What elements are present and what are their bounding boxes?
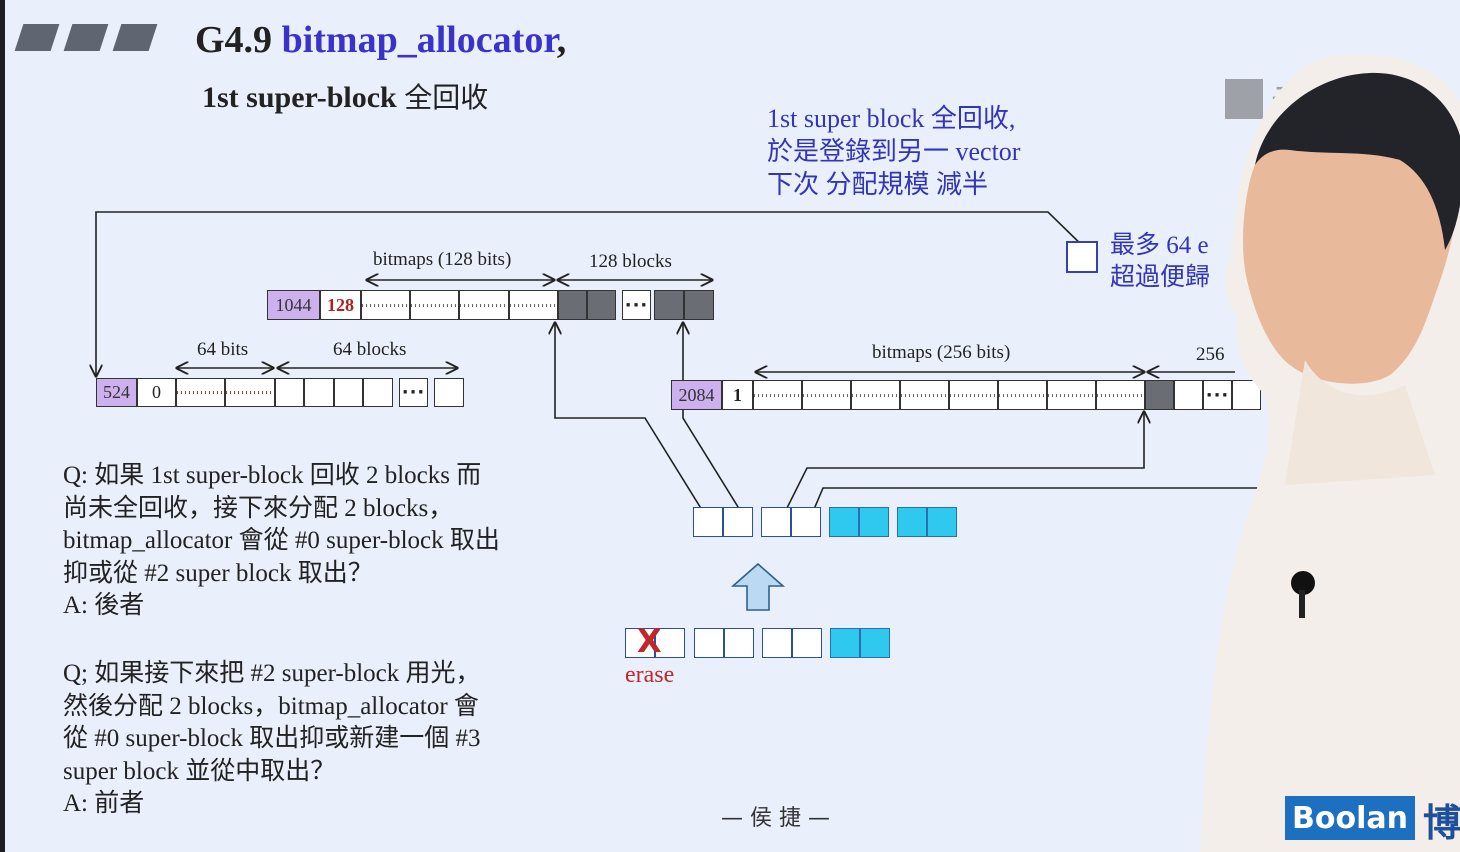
count-cell: 2084	[671, 380, 722, 410]
vector-cell	[829, 507, 859, 537]
question-1: Q: 如果 1st super-block 回收 2 blocks 而 尚未全回…	[63, 460, 500, 623]
block-cell	[558, 290, 587, 320]
block-ellipsis: ···	[1203, 380, 1232, 410]
bitmap-cell	[176, 378, 225, 407]
vector-cell	[761, 507, 791, 537]
size-cell: 0	[137, 378, 176, 407]
vector-cell	[625, 628, 655, 658]
bitmap-cell	[998, 380, 1047, 410]
block-cell	[1174, 380, 1203, 410]
vector-cell	[655, 628, 685, 658]
author-footer: — 侯 捷 —	[721, 806, 830, 831]
diagram-connectors	[5, 211, 1275, 611]
vector-cell	[927, 507, 957, 537]
left-blocks-caption: 64 blocks	[333, 339, 407, 360]
vector-cell	[860, 628, 890, 658]
size-cell: 1	[722, 380, 753, 410]
vector-entry-box	[1066, 241, 1098, 273]
answer-1: A: 後者	[63, 592, 145, 619]
vector-cell	[724, 628, 754, 658]
block-cell	[363, 378, 393, 407]
block-cell	[587, 290, 616, 320]
bitmap-cell	[753, 380, 802, 410]
block-ellipsis: ···	[399, 378, 428, 407]
block-cell	[334, 378, 363, 407]
block-cell	[1145, 380, 1174, 410]
bitmap-cell	[949, 380, 998, 410]
top-blocks-caption: 128 blocks	[589, 251, 672, 272]
block-cell	[304, 378, 334, 407]
vector-cell	[859, 507, 889, 537]
erase-label: erase	[625, 662, 675, 688]
right-bitmaps-caption: bitmaps (256 bits)	[872, 342, 1011, 363]
bitmap-cell	[225, 378, 275, 407]
presenter-image	[1200, 55, 1460, 852]
bitmap-cell	[1096, 380, 1145, 410]
block-ellipsis: ···	[622, 290, 651, 320]
vector-cell	[693, 507, 723, 537]
question-2: Q; 如果接下來把 #2 super-block 用光， 然後分配 2 bloc…	[63, 658, 481, 821]
size-cell: 128	[320, 290, 361, 320]
lecture-slide: G4.9 bitmap_allocator, 1st super-block 全…	[5, 0, 1460, 852]
answer-2: A: 前者	[63, 790, 145, 817]
bitmap-cell	[410, 290, 459, 320]
bitmap-cell	[459, 290, 509, 320]
vector-cell	[723, 507, 753, 537]
right-blocks-caption: 256	[1196, 344, 1225, 365]
left-bits-caption: 64 bits	[197, 339, 249, 360]
bitmap-cell	[851, 380, 900, 410]
up-arrow	[730, 562, 786, 611]
top-bitmaps-caption: bitmaps (128 bits)	[373, 249, 512, 270]
count-cell: 524	[96, 378, 137, 407]
watermark-icon	[1225, 78, 1263, 119]
bitmap-cell	[1047, 380, 1096, 410]
vector-cell	[897, 507, 927, 537]
top-annotation: 1st super block 全回收, 於是登錄到另一 vector 下次 分…	[767, 104, 1021, 199]
slide-subtitle: 1st super-block 全回收	[202, 81, 489, 114]
bitmap-cell	[509, 290, 558, 320]
slide-title: G4.9 bitmap_allocator,	[195, 19, 567, 61]
block-cell	[684, 290, 714, 320]
vector-cell	[792, 628, 822, 658]
brand-logo: Boolan	[1285, 796, 1415, 840]
vector-cell	[830, 628, 860, 658]
side-annotation: 最多 64 e 超過便歸	[1110, 232, 1211, 291]
vector-cell	[694, 628, 724, 658]
count-cell: 1044	[267, 290, 320, 320]
block-cell	[275, 378, 304, 407]
bitmap-cell	[900, 380, 949, 410]
title-highlight: bitmap_allocator	[281, 19, 557, 61]
erase-mark: X	[637, 622, 662, 660]
block-cell	[434, 378, 464, 407]
vector-cell	[791, 507, 821, 537]
vector-cell	[762, 628, 792, 658]
brand-logo-suffix: 博	[1423, 801, 1460, 845]
bitmap-cell	[802, 380, 851, 410]
bitmap-cell	[361, 290, 410, 320]
block-cell	[654, 290, 684, 320]
